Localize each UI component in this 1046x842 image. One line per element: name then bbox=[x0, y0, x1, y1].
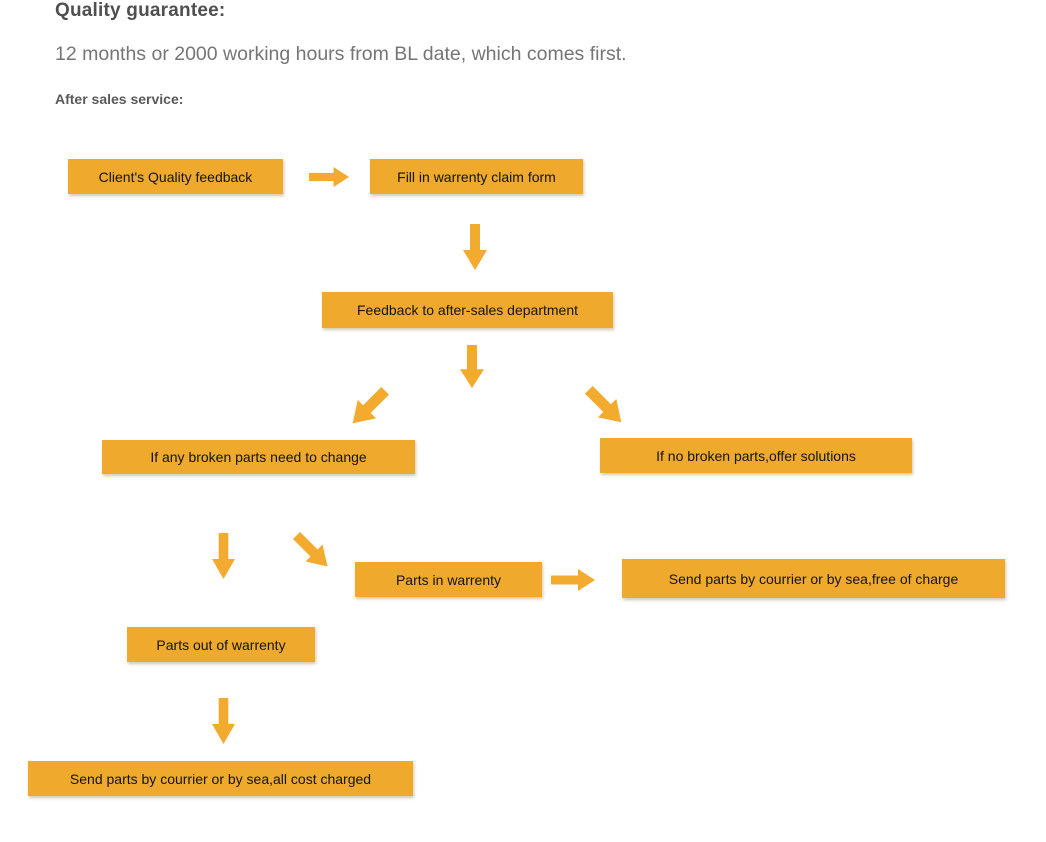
arrow-down-icon bbox=[460, 345, 484, 388]
guarantee-terms-text: 12 months or 2000 working hours from BL … bbox=[55, 43, 627, 65]
flow-node-no-broken-parts: If no broken parts,offer solutions bbox=[600, 438, 912, 473]
flow-node-client-feedback: Client's Quality feedback bbox=[68, 159, 283, 194]
flow-node-broken-parts: If any broken parts need to change bbox=[102, 440, 415, 474]
arrow-right-icon bbox=[551, 569, 595, 591]
flow-node-label: Send parts by courrier or by sea,free of… bbox=[668, 570, 959, 587]
flow-node-label: Fill in warrenty claim form bbox=[397, 168, 556, 185]
flow-node-parts-out-of-warrenty: Parts out of warrenty bbox=[127, 627, 315, 662]
flow-node-label: Feedback to after-sales department bbox=[356, 302, 578, 318]
flow-node-claim-form: Fill in warrenty claim form bbox=[370, 159, 583, 194]
page-title: Quality guarantee: bbox=[55, 0, 226, 21]
flow-node-all-cost-charged: Send parts by courrier or by sea,all cos… bbox=[28, 761, 413, 796]
arrow-down-left-icon bbox=[344, 382, 395, 433]
flow-node-free-of-charge: Send parts by courrier or by sea,free of… bbox=[622, 559, 1005, 598]
flow-node-label: Parts in warrenty bbox=[395, 571, 502, 588]
arrow-right-icon bbox=[309, 167, 349, 187]
flow-node-label: Parts out of warrenty bbox=[156, 636, 286, 653]
arrow-down-icon bbox=[463, 224, 487, 270]
flow-node-label: If no broken parts,offer solutions bbox=[656, 447, 856, 464]
arrow-down-right-icon bbox=[580, 381, 631, 432]
flow-node-parts-in-warrenty: Parts in warrenty bbox=[355, 562, 542, 597]
arrow-down-icon bbox=[212, 533, 235, 579]
arrow-down-icon bbox=[212, 698, 235, 744]
flow-node-label: Client's Quality feedback bbox=[98, 168, 253, 185]
flow-node-after-sales-dept: Feedback to after-sales department bbox=[322, 292, 613, 328]
arrow-down-right-icon bbox=[288, 527, 336, 575]
after-sales-section-label: After sales service: bbox=[55, 91, 184, 107]
flow-node-label: If any broken parts need to change bbox=[150, 449, 367, 465]
flow-node-label: Send parts by courrier or by sea,all cos… bbox=[69, 770, 372, 787]
